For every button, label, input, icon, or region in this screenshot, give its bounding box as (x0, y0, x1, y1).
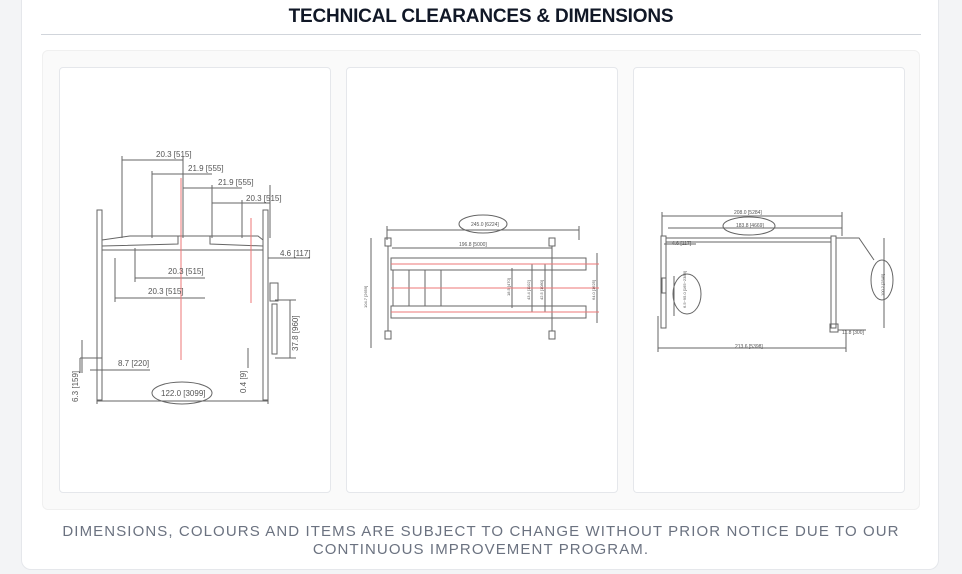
dim-top-1: 20.3 [515] (156, 150, 192, 159)
dim-r2: 43.4 [1102] (526, 280, 531, 300)
dim-base-left: 8.7 [220] (118, 359, 149, 368)
disclaimer-text: DIMENSIONS, COLOURS AND ITEMS ARE SUBJEC… (22, 523, 940, 559)
dim-mid-2: 20.3 [515] (148, 287, 184, 296)
dim-overall: 208.0 [5284] (734, 210, 762, 216)
title-divider (41, 34, 921, 35)
dim-top-4: 20.3 [515] (246, 194, 282, 203)
disclaimer-line-1: DIMENSIONS, COLOURS AND ITEMS ARE SUBJEC… (62, 523, 900, 540)
side-view-svg: 208.0 [5284] 183.8 [4669] 4.6 [117] 6.5~… (657, 210, 894, 352)
section-title: TECHNICAL CLEARANCES & DIMENSIONS (288, 6, 674, 27)
dim-runway: 196.8 [5000] (459, 242, 487, 248)
dim-foot-right: 0.4 [9] (239, 371, 248, 393)
dim-overall: 245.0 [6224] (471, 222, 499, 228)
dim-length: 213.6 [5398] (735, 344, 763, 350)
dim-side: 4.6 [117] (280, 249, 311, 258)
front-view-svg: 20.3 [515] 21.9 [555] 21.9 [555] 20.3 [5… (71, 150, 311, 405)
dim-runway: 183.8 [4669] (736, 223, 764, 229)
disclaimer-line-2: CONTINUOUS IMPROVEMENT PROGRAM. (312, 541, 650, 558)
drawings-gallery: 20.3 [515] 21.9 [555] 21.9 [555] 20.3 [5… (42, 50, 920, 510)
dim-r3: 42.5 [1080] (539, 280, 544, 300)
front-view-drawing[interactable]: 20.3 [515] 21.9 [555] 21.9 [555] 20.3 [5… (59, 67, 331, 493)
dim-width: 122.0 [3099] (161, 389, 205, 398)
dim-post: 100.2 [2545] (880, 274, 885, 296)
dim-r4: 64.0 [1625] (591, 280, 596, 300)
dimensions-card: TECHNICAL CLEARANCES & DIMENSIONS (21, 0, 939, 570)
dim-base: 11.8 [300] (842, 330, 864, 336)
dim-left: 104.7 [2659] (363, 286, 368, 308)
side-view-drawing[interactable]: 208.0 [5284] 183.8 [4669] 4.6 [117] 6.5~… (633, 67, 905, 493)
dim-r1: 18.5 [470] (506, 278, 511, 296)
dim-small: 4.6 [117] (672, 241, 692, 247)
top-view-svg: 245.0 [6224] 196.8 [5000] 104.7 [2659] 1… (363, 214, 599, 348)
dim-foot-left: 6.3 [159] (71, 371, 80, 402)
top-view-drawing[interactable]: 245.0 [6224] 196.8 [5000] 104.7 [2659] 1… (346, 67, 618, 493)
dim-rise: 6.5~95.0 [165~2388] (682, 271, 687, 308)
dim-mid-1: 20.3 [515] (168, 267, 204, 276)
dim-height: 37.8 [960] (291, 315, 300, 351)
dim-top-3: 21.9 [555] (218, 178, 254, 187)
dim-top-2: 21.9 [555] (188, 164, 224, 173)
